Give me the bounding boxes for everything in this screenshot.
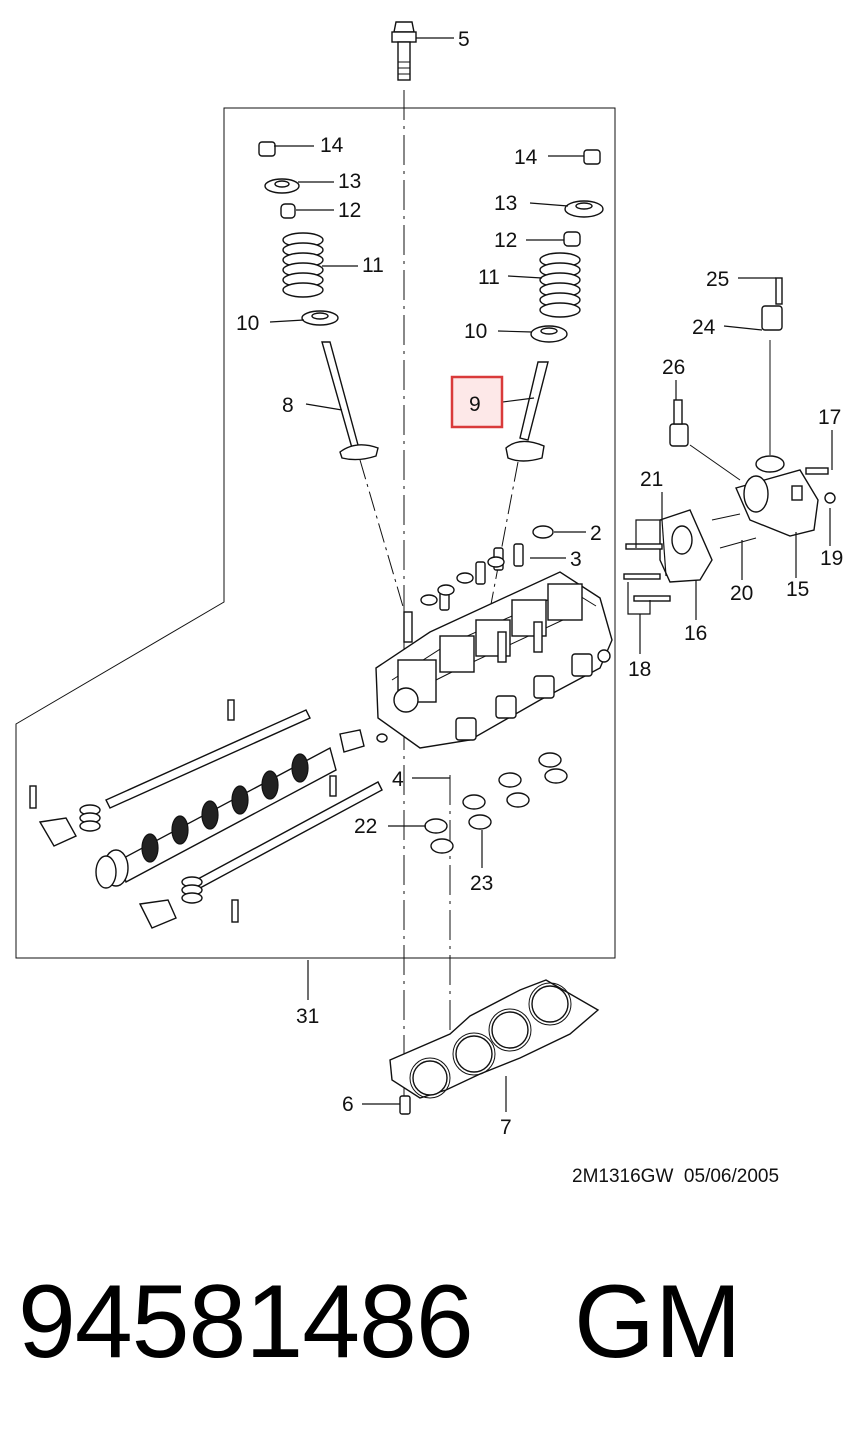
valve-stack-left bbox=[258, 141, 379, 461]
callout-label: 15 bbox=[786, 578, 809, 601]
dowel-pin bbox=[399, 1095, 411, 1115]
cylinder-head-gasket bbox=[389, 979, 600, 1099]
callout-label: 2 bbox=[590, 522, 602, 545]
callout-label: 13 bbox=[338, 170, 361, 193]
callout-label: 5 bbox=[458, 28, 470, 51]
drawing-reference: 2M1316GW 05/06/2005 bbox=[572, 1166, 779, 1187]
callout-label: 11 bbox=[478, 266, 500, 289]
callout-label: 31 bbox=[296, 1005, 319, 1028]
injector-seals bbox=[424, 752, 568, 854]
callout-label: 19 bbox=[820, 547, 843, 570]
callout-labels: 5 14 13 12 11 10 8 14 13 12 11 10 9 2 3 … bbox=[236, 28, 843, 1139]
callout-label: 11 bbox=[362, 254, 384, 277]
axis-line bbox=[359, 459, 405, 611]
callout-label: 14 bbox=[320, 134, 344, 157]
callout-label: 18 bbox=[628, 658, 651, 681]
callout-label: 21 bbox=[640, 468, 663, 491]
callout-label: 13 bbox=[494, 192, 517, 215]
callout-label: 10 bbox=[236, 312, 259, 335]
callout-label: 25 bbox=[706, 268, 729, 291]
callout-label: 6 bbox=[342, 1093, 354, 1116]
brand-name: GM bbox=[574, 1264, 742, 1380]
cylinder-head-bolt bbox=[391, 21, 417, 81]
callout-label: 24 bbox=[692, 316, 716, 339]
valve-stack-right bbox=[505, 149, 604, 462]
callout-label: 20 bbox=[730, 582, 753, 605]
axis-line bbox=[487, 461, 519, 621]
cylinder-head bbox=[375, 571, 613, 749]
callout-label: 26 bbox=[662, 356, 685, 379]
thermostat-housing bbox=[623, 277, 836, 602]
callout-label: 12 bbox=[494, 229, 517, 252]
callout-label: 12 bbox=[338, 199, 361, 222]
leader-lines bbox=[269, 37, 833, 1112]
assembly-frame bbox=[15, 107, 616, 959]
callout-label: 16 bbox=[684, 622, 707, 645]
callout-label: 7 bbox=[500, 1116, 512, 1139]
callout-label: 17 bbox=[818, 406, 841, 429]
callout-label-9: 9 bbox=[469, 393, 481, 416]
valve-guides-and-seals bbox=[420, 525, 554, 611]
part-number: 94581486 bbox=[18, 1264, 474, 1380]
highlight-box bbox=[450, 375, 504, 429]
callout-label: 8 bbox=[282, 394, 294, 417]
callout-label: 3 bbox=[570, 548, 582, 571]
callout-label: 14 bbox=[514, 146, 538, 169]
callout-label: 4 bbox=[392, 768, 404, 791]
axis-line bbox=[689, 444, 741, 481]
callout-label: 22 bbox=[354, 815, 377, 838]
callout-label: 10 bbox=[464, 320, 487, 343]
camshaft-assembly bbox=[29, 699, 388, 929]
callout-label: 23 bbox=[470, 872, 493, 895]
